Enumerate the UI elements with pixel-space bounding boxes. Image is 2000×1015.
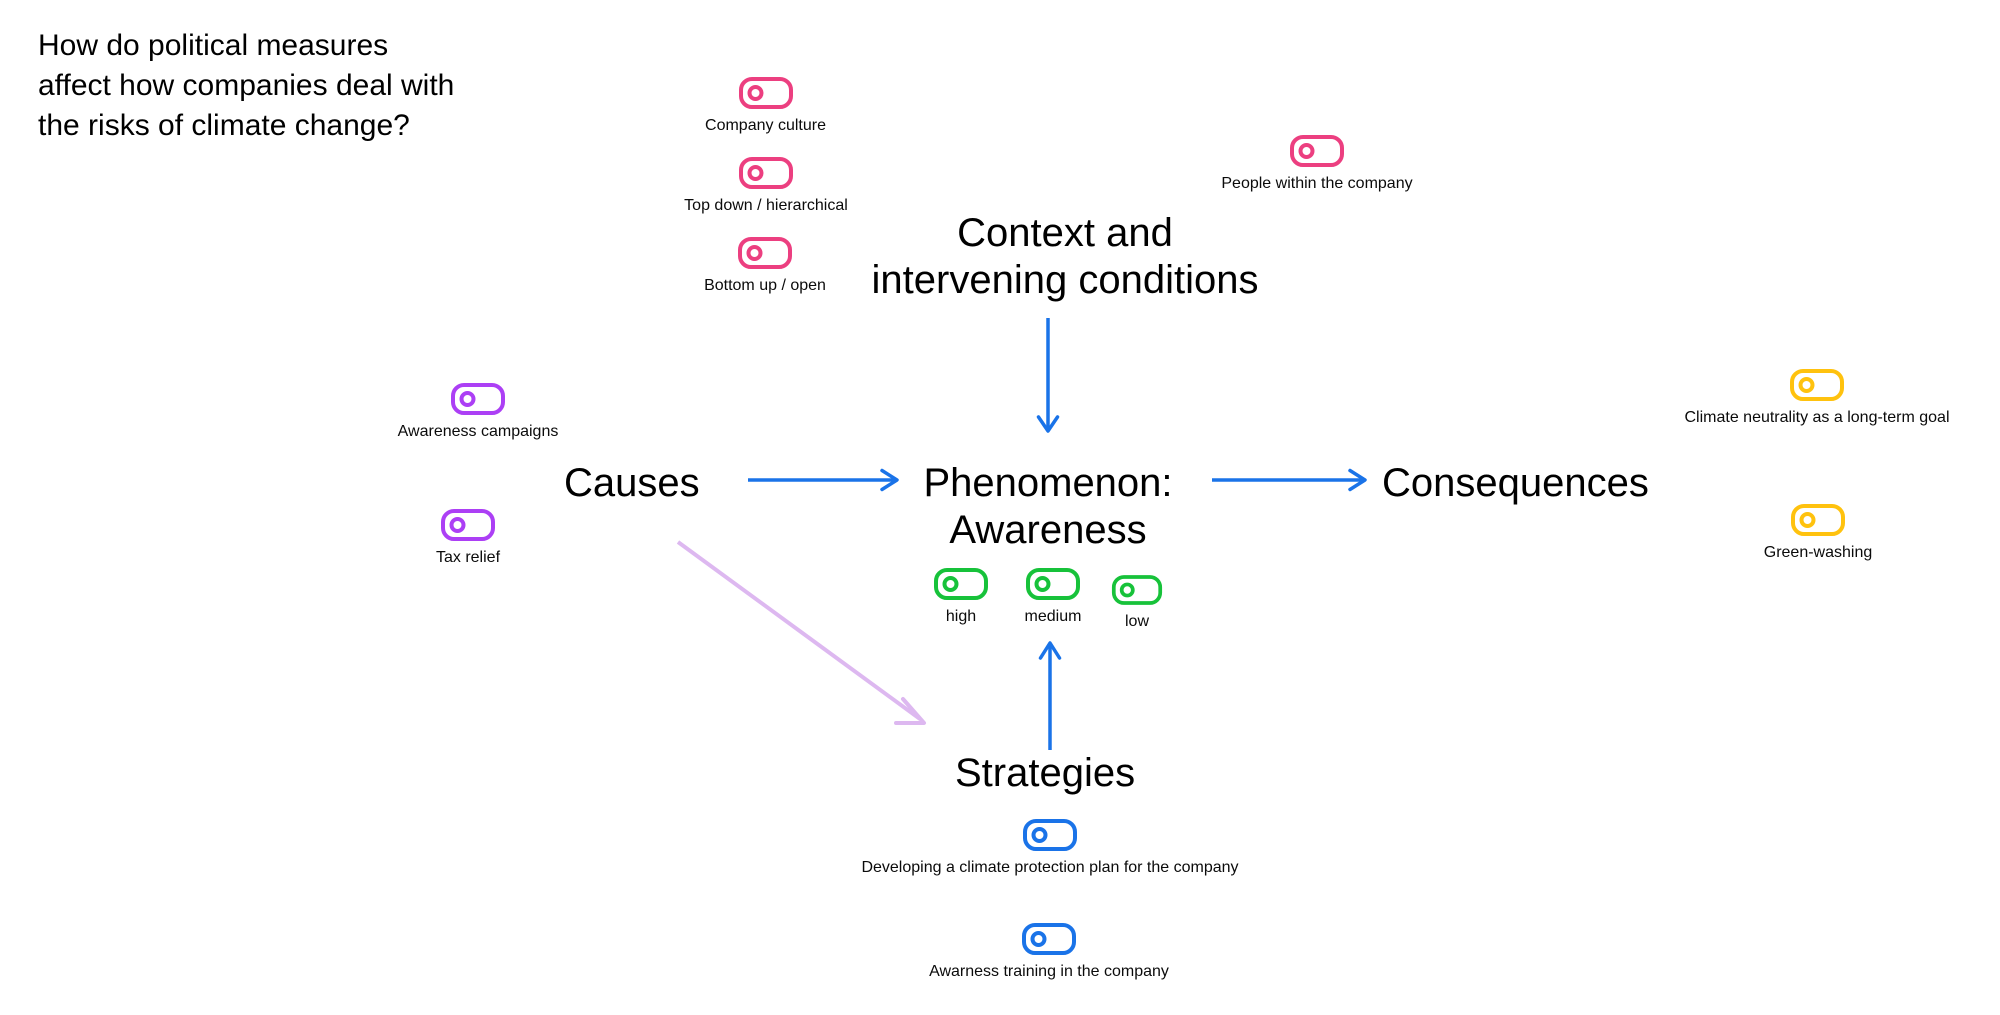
node-climate-neutrality-long-term-goal[interactable]: Climate neutrality as a long-term goal bbox=[1657, 368, 1977, 427]
node-awareness-training-in-company[interactable]: Awarness training in the company bbox=[903, 922, 1195, 981]
tag-icon bbox=[738, 77, 793, 109]
heading-causes: Causes bbox=[564, 461, 700, 505]
arrow-strategies-to-phenomenon bbox=[1038, 641, 1062, 750]
arrow-causes-to-strategies bbox=[676, 540, 926, 725]
node-label: Green-washing bbox=[1763, 544, 1873, 561]
node-label: Developing a climate protection plan for… bbox=[861, 859, 1239, 876]
arrow-phenomenon-to-consequences bbox=[1212, 468, 1367, 492]
tag-icon bbox=[934, 568, 988, 600]
node-label: low bbox=[1124, 613, 1149, 630]
node-tax-relief[interactable]: Tax relief bbox=[403, 508, 533, 567]
tag-icon bbox=[1790, 369, 1844, 401]
node-awareness-low[interactable]: low bbox=[1108, 574, 1166, 631]
node-label: Company culture bbox=[705, 117, 826, 134]
node-people-within-the-company[interactable]: People within the company bbox=[1200, 134, 1434, 193]
heading-context: Context and intervening conditions bbox=[871, 211, 1259, 302]
tag-icon bbox=[441, 509, 495, 541]
node-bottom-up-open[interactable]: Bottom up / open bbox=[680, 236, 850, 295]
arrow-causes-to-phenomenon bbox=[748, 468, 899, 492]
node-label: medium bbox=[1024, 608, 1082, 625]
tag-icon bbox=[739, 157, 793, 189]
tag-icon bbox=[1111, 575, 1163, 605]
node-awareness-high[interactable]: high bbox=[930, 567, 992, 626]
node-label: Awareness campaigns bbox=[397, 423, 559, 440]
research-question-text: How do political measures affect how com… bbox=[38, 29, 455, 142]
node-green-washing[interactable]: Green-washing bbox=[1755, 503, 1881, 562]
tag-icon bbox=[1022, 923, 1076, 955]
node-awareness-campaigns[interactable]: Awareness campaigns bbox=[378, 382, 578, 441]
node-label: Awarness training in the company bbox=[929, 963, 1169, 980]
tag-icon bbox=[451, 383, 505, 415]
node-company-culture[interactable]: Company culture bbox=[688, 76, 843, 135]
node-awareness-medium[interactable]: medium bbox=[1013, 567, 1093, 626]
node-label: Top down / hierarchical bbox=[684, 197, 848, 214]
heading-phenomenon: Phenomenon: Awareness bbox=[923, 461, 1173, 552]
heading-consequences: Consequences bbox=[1382, 461, 1649, 505]
arrow-context-to-phenomenon bbox=[1036, 318, 1060, 433]
node-label: Climate neutrality as a long-term goal bbox=[1684, 409, 1950, 426]
node-label: Bottom up / open bbox=[704, 277, 826, 294]
node-label: high bbox=[945, 608, 977, 625]
node-label: People within the company bbox=[1221, 175, 1413, 192]
heading-strategies: Strategies bbox=[955, 751, 1136, 795]
node-developing-climate-protection-plan[interactable]: Developing a climate protection plan for… bbox=[822, 818, 1278, 877]
tag-icon bbox=[738, 237, 792, 269]
tag-icon bbox=[1023, 819, 1077, 851]
tag-icon bbox=[1290, 135, 1344, 167]
node-top-down-hierarchical[interactable]: Top down / hierarchical bbox=[660, 156, 872, 215]
tag-icon bbox=[1026, 568, 1080, 600]
node-label: Tax relief bbox=[435, 549, 501, 566]
tag-icon bbox=[1791, 504, 1845, 536]
